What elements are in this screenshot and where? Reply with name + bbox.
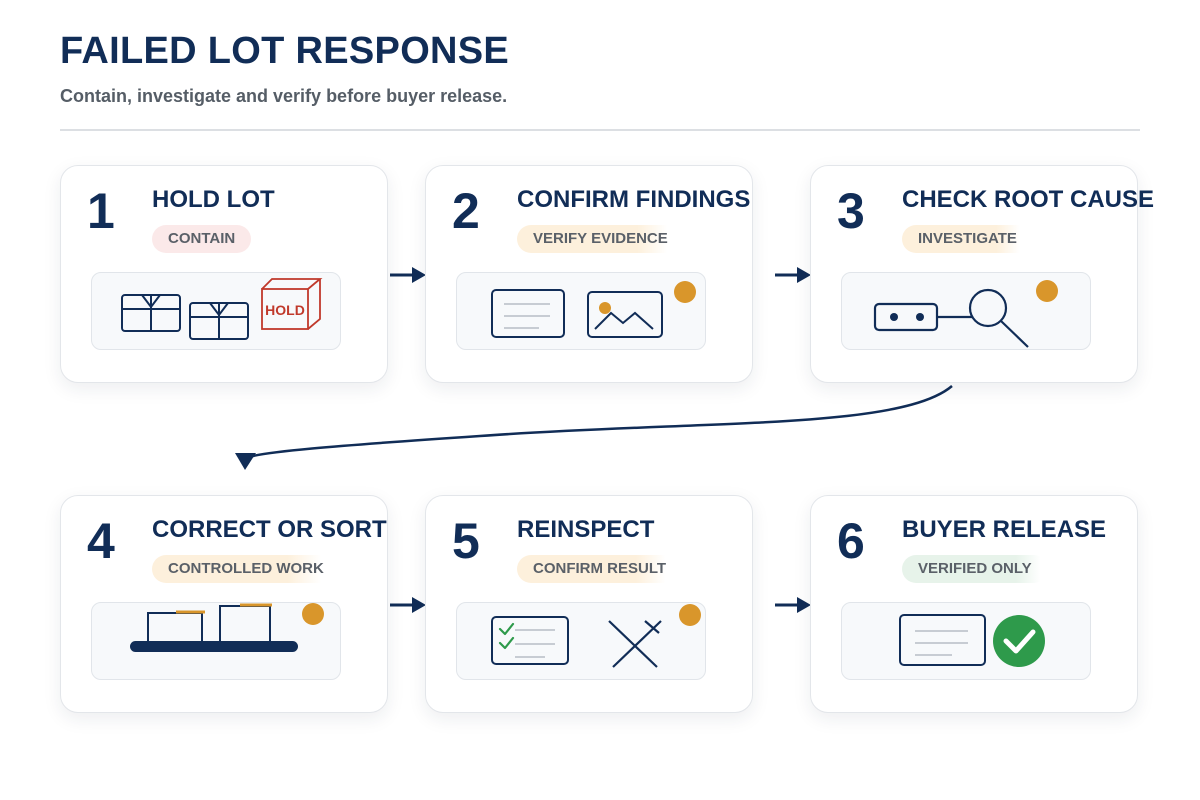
step-number: 4 (87, 513, 115, 569)
sorting-line-icon (130, 603, 324, 652)
svg-text:HOLD: HOLD (265, 302, 305, 318)
step-number: 5 (452, 513, 480, 569)
step-illustration-panel (841, 272, 1091, 350)
step-title: CORRECT OR SORT (152, 516, 387, 543)
step-title: CHECK ROOT CAUSE (902, 186, 1155, 213)
step-title: HOLD LOT (152, 186, 275, 213)
step-card-1: 1 HOLD LOT CONTAIN HOLD (60, 165, 388, 383)
step-card-3: 3 CHECK ROOT CAUSE INVESTIGATE (810, 165, 1154, 383)
arrow-right-icon (390, 267, 426, 283)
step-number: 3 (837, 183, 865, 239)
step-tag-badge: VERIFIED ONLY (902, 555, 1048, 583)
header-divider (60, 129, 1140, 131)
step-tag-badge: CONFIRM RESULT (517, 555, 683, 583)
step-card-4: 4 CORRECT OR SORT CONTROLLED WORK (60, 495, 388, 713)
step-illustration-panel (91, 602, 341, 680)
step-tag-badge: CONTAIN (152, 225, 252, 253)
step-title: BUYER RELEASE (902, 516, 1107, 543)
approved-document-icon (899, 614, 1045, 667)
step-card-6: 6 BUYER RELEASE VERIFIED ONLY (810, 495, 1138, 713)
step-title: CONFIRM FINDINGS (517, 186, 751, 213)
page-title: FAILED LOT RESPONSE (60, 30, 510, 72)
arrow-right-icon (775, 267, 811, 283)
step-number: 6 (837, 513, 865, 569)
step-number: 1 (87, 183, 115, 239)
magnifier-icon (873, 280, 1058, 348)
arrow-right-icon (775, 597, 811, 613)
step-illustration-panel (456, 602, 706, 680)
step-illustration-panel (841, 602, 1091, 680)
step-card-5: 5 REINSPECT CONFIRM RESULT (425, 495, 753, 713)
step-title: REINSPECT (517, 516, 655, 543)
step-tag-badge: CONTROLLED WORK (152, 555, 340, 583)
page-subtitle: Contain, investigate and verify before b… (60, 86, 508, 106)
step-illustration-panel (456, 272, 706, 350)
arrow-right-icon (390, 597, 426, 613)
step-number: 2 (452, 183, 480, 239)
step-tag-badge: INVESTIGATE (902, 225, 1033, 253)
checklist-icon (491, 604, 701, 668)
boxes-on-hold-icon: HOLD (121, 278, 323, 340)
step-card-2: 2 CONFIRM FINDINGS VERIFY EVIDENCE (425, 165, 753, 383)
step-tag-badge: VERIFY EVIDENCE (517, 225, 684, 253)
step-illustration-panel: HOLD (91, 272, 341, 350)
document-and-photo-icon (491, 281, 696, 338)
